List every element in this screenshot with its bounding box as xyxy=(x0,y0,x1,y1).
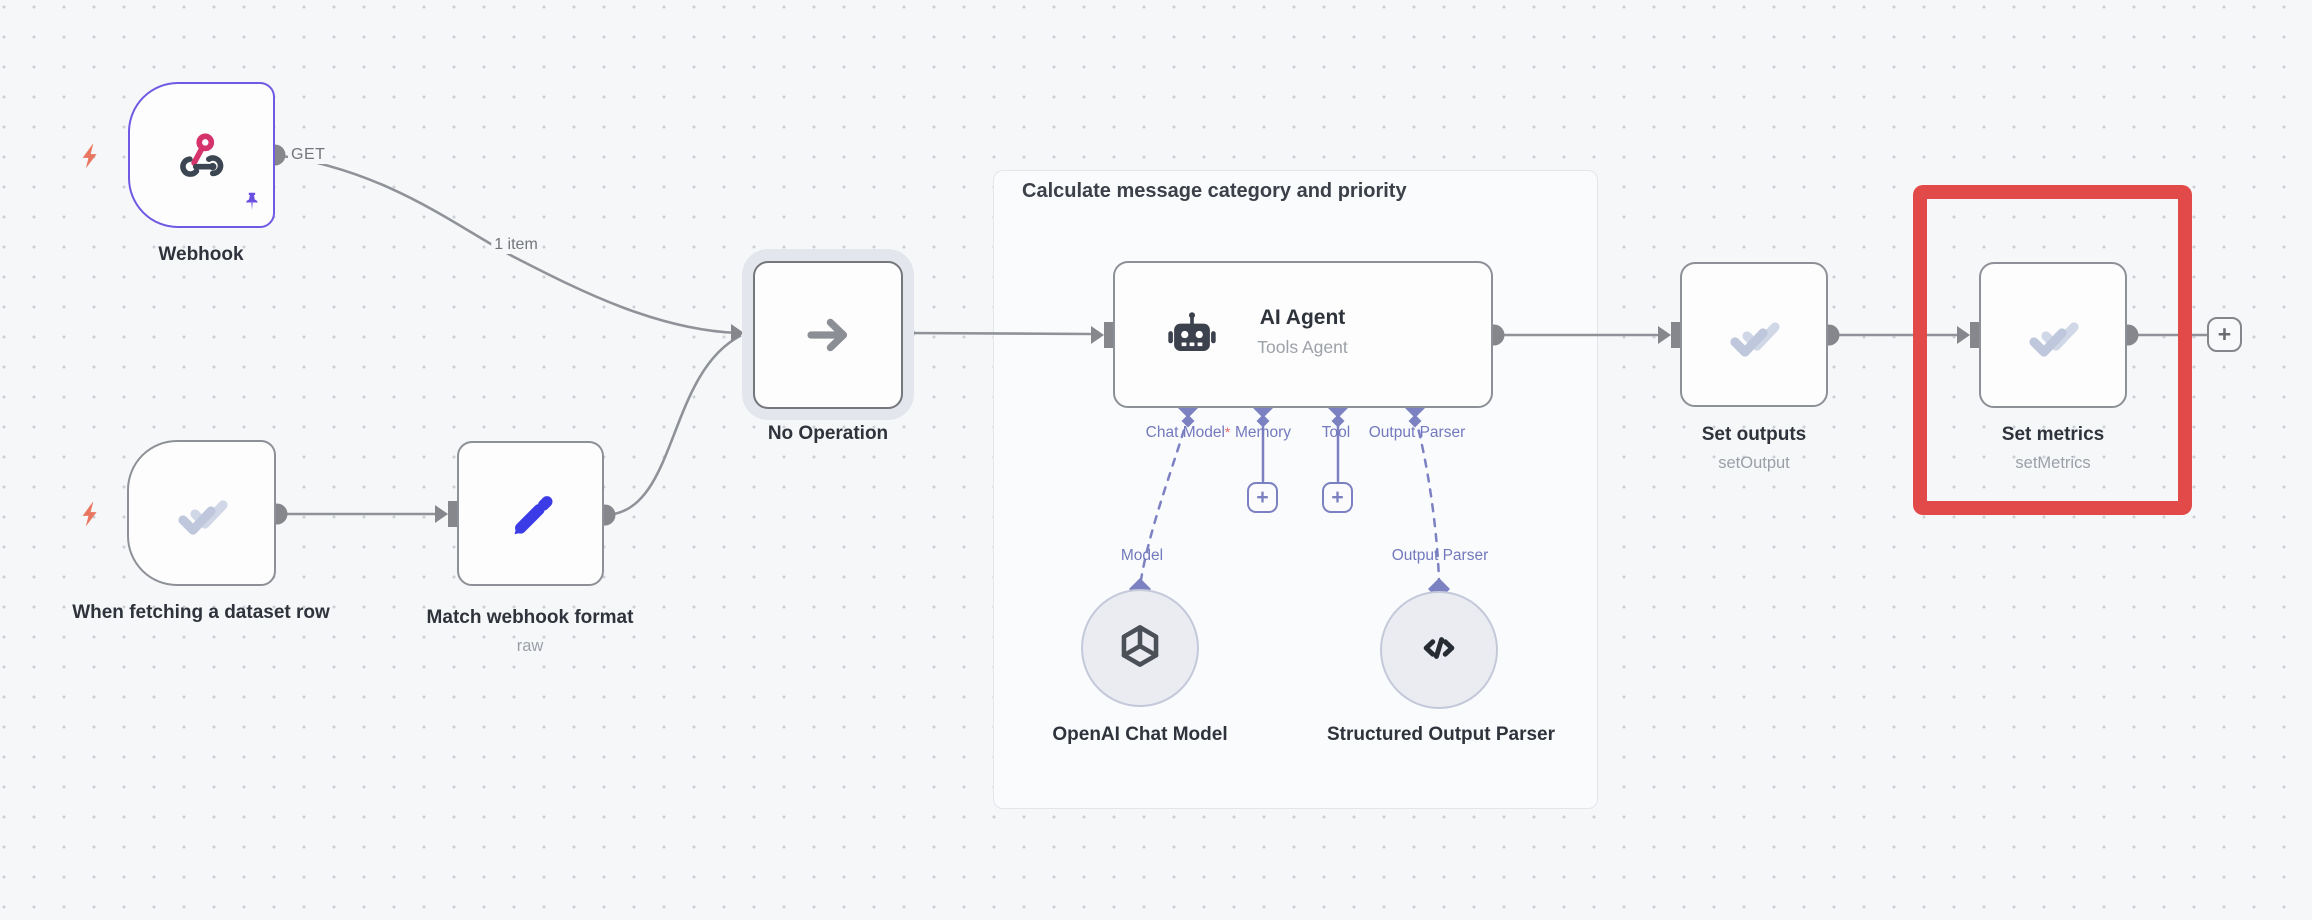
node-set-outputs[interactable] xyxy=(1680,262,1828,407)
plus-icon: + xyxy=(2217,321,2232,347)
node-webhook[interactable] xyxy=(128,82,275,228)
port-label-tool: Tool xyxy=(1321,424,1351,441)
group-title: Calculate message category and priority xyxy=(1022,180,1407,202)
plus-icon: + xyxy=(1256,486,1269,509)
port-label-output-parser-sub: Output Parser xyxy=(1391,547,1489,564)
node-match-webhook-format[interactable] xyxy=(457,441,604,586)
node-caption-openai: OpenAI Chat Model xyxy=(1020,720,1260,749)
node-caption-dataset-trigger: When fetching a dataset row xyxy=(71,598,331,627)
subnode-structured-output-parser[interactable] xyxy=(1380,591,1498,709)
port-label-model: Model xyxy=(1120,547,1164,564)
node-subtitle: Tools Agent xyxy=(1257,337,1348,357)
arrow-right-icon xyxy=(755,263,901,407)
port-label-text: Chat Model xyxy=(1145,424,1225,441)
node-subtitle: setMetrics xyxy=(2015,454,2091,472)
node-label: Set metrics xyxy=(2001,424,2105,445)
node-caption-noop: No Operation xyxy=(678,419,978,448)
node-ai-agent[interactable]: AI Agent Tools Agent xyxy=(1113,261,1493,408)
node-label: Structured Output Parser xyxy=(1326,724,1556,745)
node-label: No Operation xyxy=(767,423,889,444)
node-subtitle: setOutput xyxy=(1718,454,1790,472)
trigger-bolt-icon xyxy=(77,138,105,179)
highlight-rectangle xyxy=(1913,185,2192,515)
required-marker: * xyxy=(1224,424,1231,440)
robot-icon xyxy=(1163,307,1221,370)
double-check-icon xyxy=(1682,264,1826,405)
input-endpoint-setoutputs[interactable] xyxy=(1658,322,1680,348)
node-set-metrics[interactable] xyxy=(1979,262,2127,408)
node-no-operation[interactable] xyxy=(753,261,903,409)
double-check-icon xyxy=(129,442,274,584)
pin-icon xyxy=(239,189,265,220)
add-next-node-button[interactable]: + xyxy=(2207,317,2242,352)
subnode-openai-chat-model[interactable] xyxy=(1081,589,1199,707)
node-label: When fetching a dataset row xyxy=(72,602,330,623)
edge-label-one-item: 1 item xyxy=(491,236,541,254)
port-label-memory: Memory xyxy=(1235,424,1291,441)
node-label: AI Agent xyxy=(1259,306,1346,329)
node-label: Match webhook format xyxy=(426,607,634,628)
double-check-icon xyxy=(1981,264,2125,406)
trigger-bolt-icon xyxy=(77,496,105,537)
openai-logo-icon xyxy=(1114,620,1166,677)
node-caption-webhook: Webhook xyxy=(51,240,351,269)
port-label-chat-model: Chat Model* xyxy=(1146,424,1231,442)
webhook-icon xyxy=(130,84,273,226)
code-icon xyxy=(1417,626,1461,675)
port-label-output-parser: Output Parser xyxy=(1368,424,1466,441)
node-caption-set-outputs: Set outputs setOutput xyxy=(1604,420,1904,475)
add-tool-button[interactable]: + xyxy=(1322,482,1353,513)
input-endpoint-match[interactable] xyxy=(435,501,457,527)
node-label: OpenAI Chat Model xyxy=(1052,724,1228,745)
node-caption-sop: Structured Output Parser xyxy=(1321,720,1561,749)
node-caption-match: Match webhook format raw xyxy=(380,603,680,658)
node-label: Webhook xyxy=(158,244,244,265)
node-dataset-trigger[interactable] xyxy=(127,440,276,586)
node-label: Set outputs xyxy=(1701,424,1807,445)
pencil-icon xyxy=(459,443,602,584)
edge-label-get: GET xyxy=(288,146,329,164)
node-subtitle: raw xyxy=(516,637,544,655)
node-caption-set-metrics: Set metrics setMetrics xyxy=(1903,420,2203,475)
plus-icon: + xyxy=(1331,486,1344,509)
add-memory-button[interactable]: + xyxy=(1247,482,1278,513)
